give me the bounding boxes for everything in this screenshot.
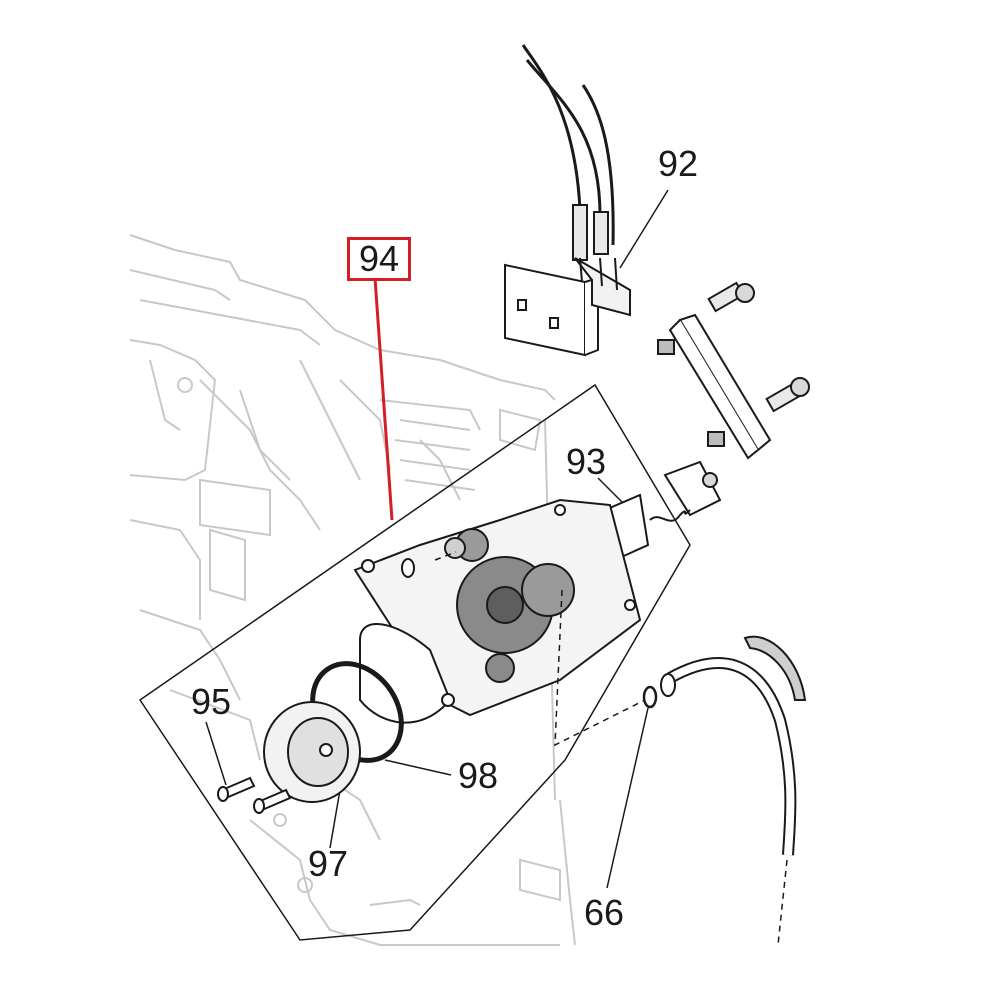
- part-93-switch: [603, 460, 722, 562]
- callout-95: 95: [191, 681, 232, 722]
- sensor-wires: [521, 44, 615, 246]
- callout-98: 98: [458, 755, 499, 796]
- leader-lines: [205, 189, 669, 889]
- callout-94-highlighted: 94: [347, 237, 411, 281]
- callout-92: 92: [658, 143, 699, 184]
- highlight-leader-94: [373, 277, 394, 521]
- part-97-cap: [263, 701, 361, 803]
- part-92-sensor: [504, 204, 631, 357]
- part-66-hose: [642, 635, 807, 946]
- subassembly-frame: [138, 383, 691, 941]
- callout-66: 66: [584, 892, 625, 933]
- background-housing: [129, 234, 576, 946]
- part-94-assembly: [353, 498, 642, 724]
- mounting-bracket: [657, 281, 810, 460]
- part-95-screws: [217, 776, 292, 814]
- callout-93: 93: [566, 441, 607, 482]
- assembly-dash-lines: [434, 551, 646, 747]
- callout-97: 97: [308, 843, 349, 884]
